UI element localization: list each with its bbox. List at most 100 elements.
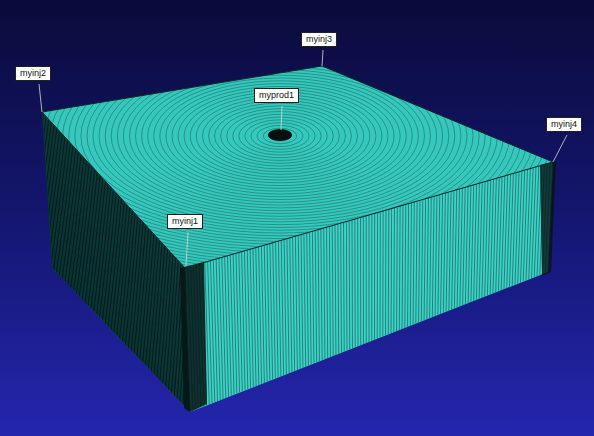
mesh-line — [315, 230, 316, 362]
mesh-ring — [196, 98, 363, 175]
mesh-ring — [0, 0, 594, 322]
mesh-line — [399, 206, 401, 330]
mesh-line — [371, 214, 372, 341]
mesh-line — [259, 247, 262, 384]
mesh-line — [256, 248, 259, 385]
mesh-ring — [0, 0, 594, 333]
mesh-line — [413, 202, 414, 325]
mesh-line — [382, 211, 383, 337]
mesh-ring — [2, 8, 558, 263]
mesh-line — [295, 236, 297, 370]
mesh-ring — [142, 72, 419, 199]
mesh-ring — [69, 39, 492, 233]
mesh-line — [357, 218, 358, 346]
mesh-line — [247, 250, 250, 388]
mesh-line — [468, 186, 471, 304]
mesh-ring — [221, 109, 340, 164]
mesh-line — [281, 240, 283, 375]
mesh-ring — [0, 0, 582, 275]
mesh-ring — [0, 0, 594, 314]
mesh-line — [301, 235, 303, 368]
mesh-ring — [0, 0, 594, 283]
mesh-line — [354, 219, 355, 347]
mesh-line — [327, 227, 328, 358]
mesh-ring — [0, 0, 594, 311]
mesh-line — [441, 194, 443, 314]
mesh-ring — [0, 0, 588, 278]
mesh-ring — [172, 86, 388, 185]
mesh-line — [405, 204, 406, 328]
mesh-line — [360, 217, 361, 345]
mesh-line — [374, 213, 375, 339]
mesh-ring — [0, 0, 594, 325]
mesh-line — [380, 212, 381, 338]
well-name: myinj1 — [172, 216, 198, 227]
top-outline — [42, 66, 553, 268]
mesh-line — [312, 231, 314, 363]
well-label: myinj1 — [167, 214, 203, 229]
mesh-ring — [93, 50, 467, 222]
mesh-line — [324, 228, 325, 359]
well-name: myinj2 — [20, 68, 46, 79]
mesh-ring — [26, 19, 534, 252]
mesh-ring — [190, 95, 370, 177]
well-name: myprod1 — [259, 90, 294, 101]
mesh-line — [424, 199, 426, 321]
leader-line — [281, 106, 282, 130]
mesh-ring — [239, 117, 321, 155]
mesh-ring — [0, 0, 594, 280]
mesh-line — [318, 230, 319, 362]
mesh-line — [239, 253, 243, 392]
mesh-line — [307, 233, 309, 366]
mesh-ring — [215, 106, 346, 166]
mesh-ring — [105, 56, 455, 217]
mesh-line — [346, 222, 348, 351]
mesh-ring — [0, 0, 594, 328]
mesh-ring — [0, 0, 594, 339]
mesh-ring — [178, 89, 382, 183]
well-label: myinj2 — [15, 66, 51, 81]
mesh-line — [435, 195, 437, 316]
mesh-line — [304, 234, 306, 367]
mesh-line — [471, 185, 474, 302]
mesh-line — [402, 205, 404, 329]
mesh-ring — [0, 0, 594, 286]
well-marker — [268, 129, 292, 141]
mesh-line — [340, 223, 342, 353]
mesh-line — [329, 226, 330, 357]
mesh-line — [460, 188, 463, 306]
mesh-line — [377, 213, 378, 339]
mesh-ring — [32, 22, 527, 250]
mesh-ring — [208, 103, 351, 169]
mesh-ring — [111, 59, 449, 214]
mesh-line — [343, 222, 345, 351]
mesh-ring — [0, 0, 594, 308]
mesh-ring — [75, 42, 485, 230]
mesh-ring — [0, 5, 564, 266]
mesh-line — [449, 191, 451, 310]
mesh-line — [421, 200, 422, 322]
mesh-line — [410, 203, 411, 326]
mesh-line — [393, 208, 395, 333]
mesh-ring — [233, 114, 328, 157]
mesh-ring — [0, 0, 594, 289]
mesh-ring — [263, 128, 297, 144]
mesh-line — [446, 192, 448, 312]
mesh-line — [253, 248, 256, 386]
mesh-ring — [0, 0, 594, 303]
mesh-line — [430, 197, 432, 318]
corner-strip — [540, 161, 556, 276]
mesh-ring — [0, 0, 594, 300]
mesh-ring — [87, 47, 473, 224]
mesh-ring — [51, 31, 510, 242]
mesh-line — [485, 181, 488, 297]
mesh-line — [332, 226, 333, 356]
leader-line — [553, 135, 567, 162]
mesh-ring — [8, 11, 552, 261]
well-name: myinj3 — [306, 34, 332, 45]
mesh-line — [293, 237, 295, 371]
mesh-line — [267, 244, 270, 380]
mesh-line — [284, 239, 286, 374]
mesh-line — [287, 239, 289, 374]
